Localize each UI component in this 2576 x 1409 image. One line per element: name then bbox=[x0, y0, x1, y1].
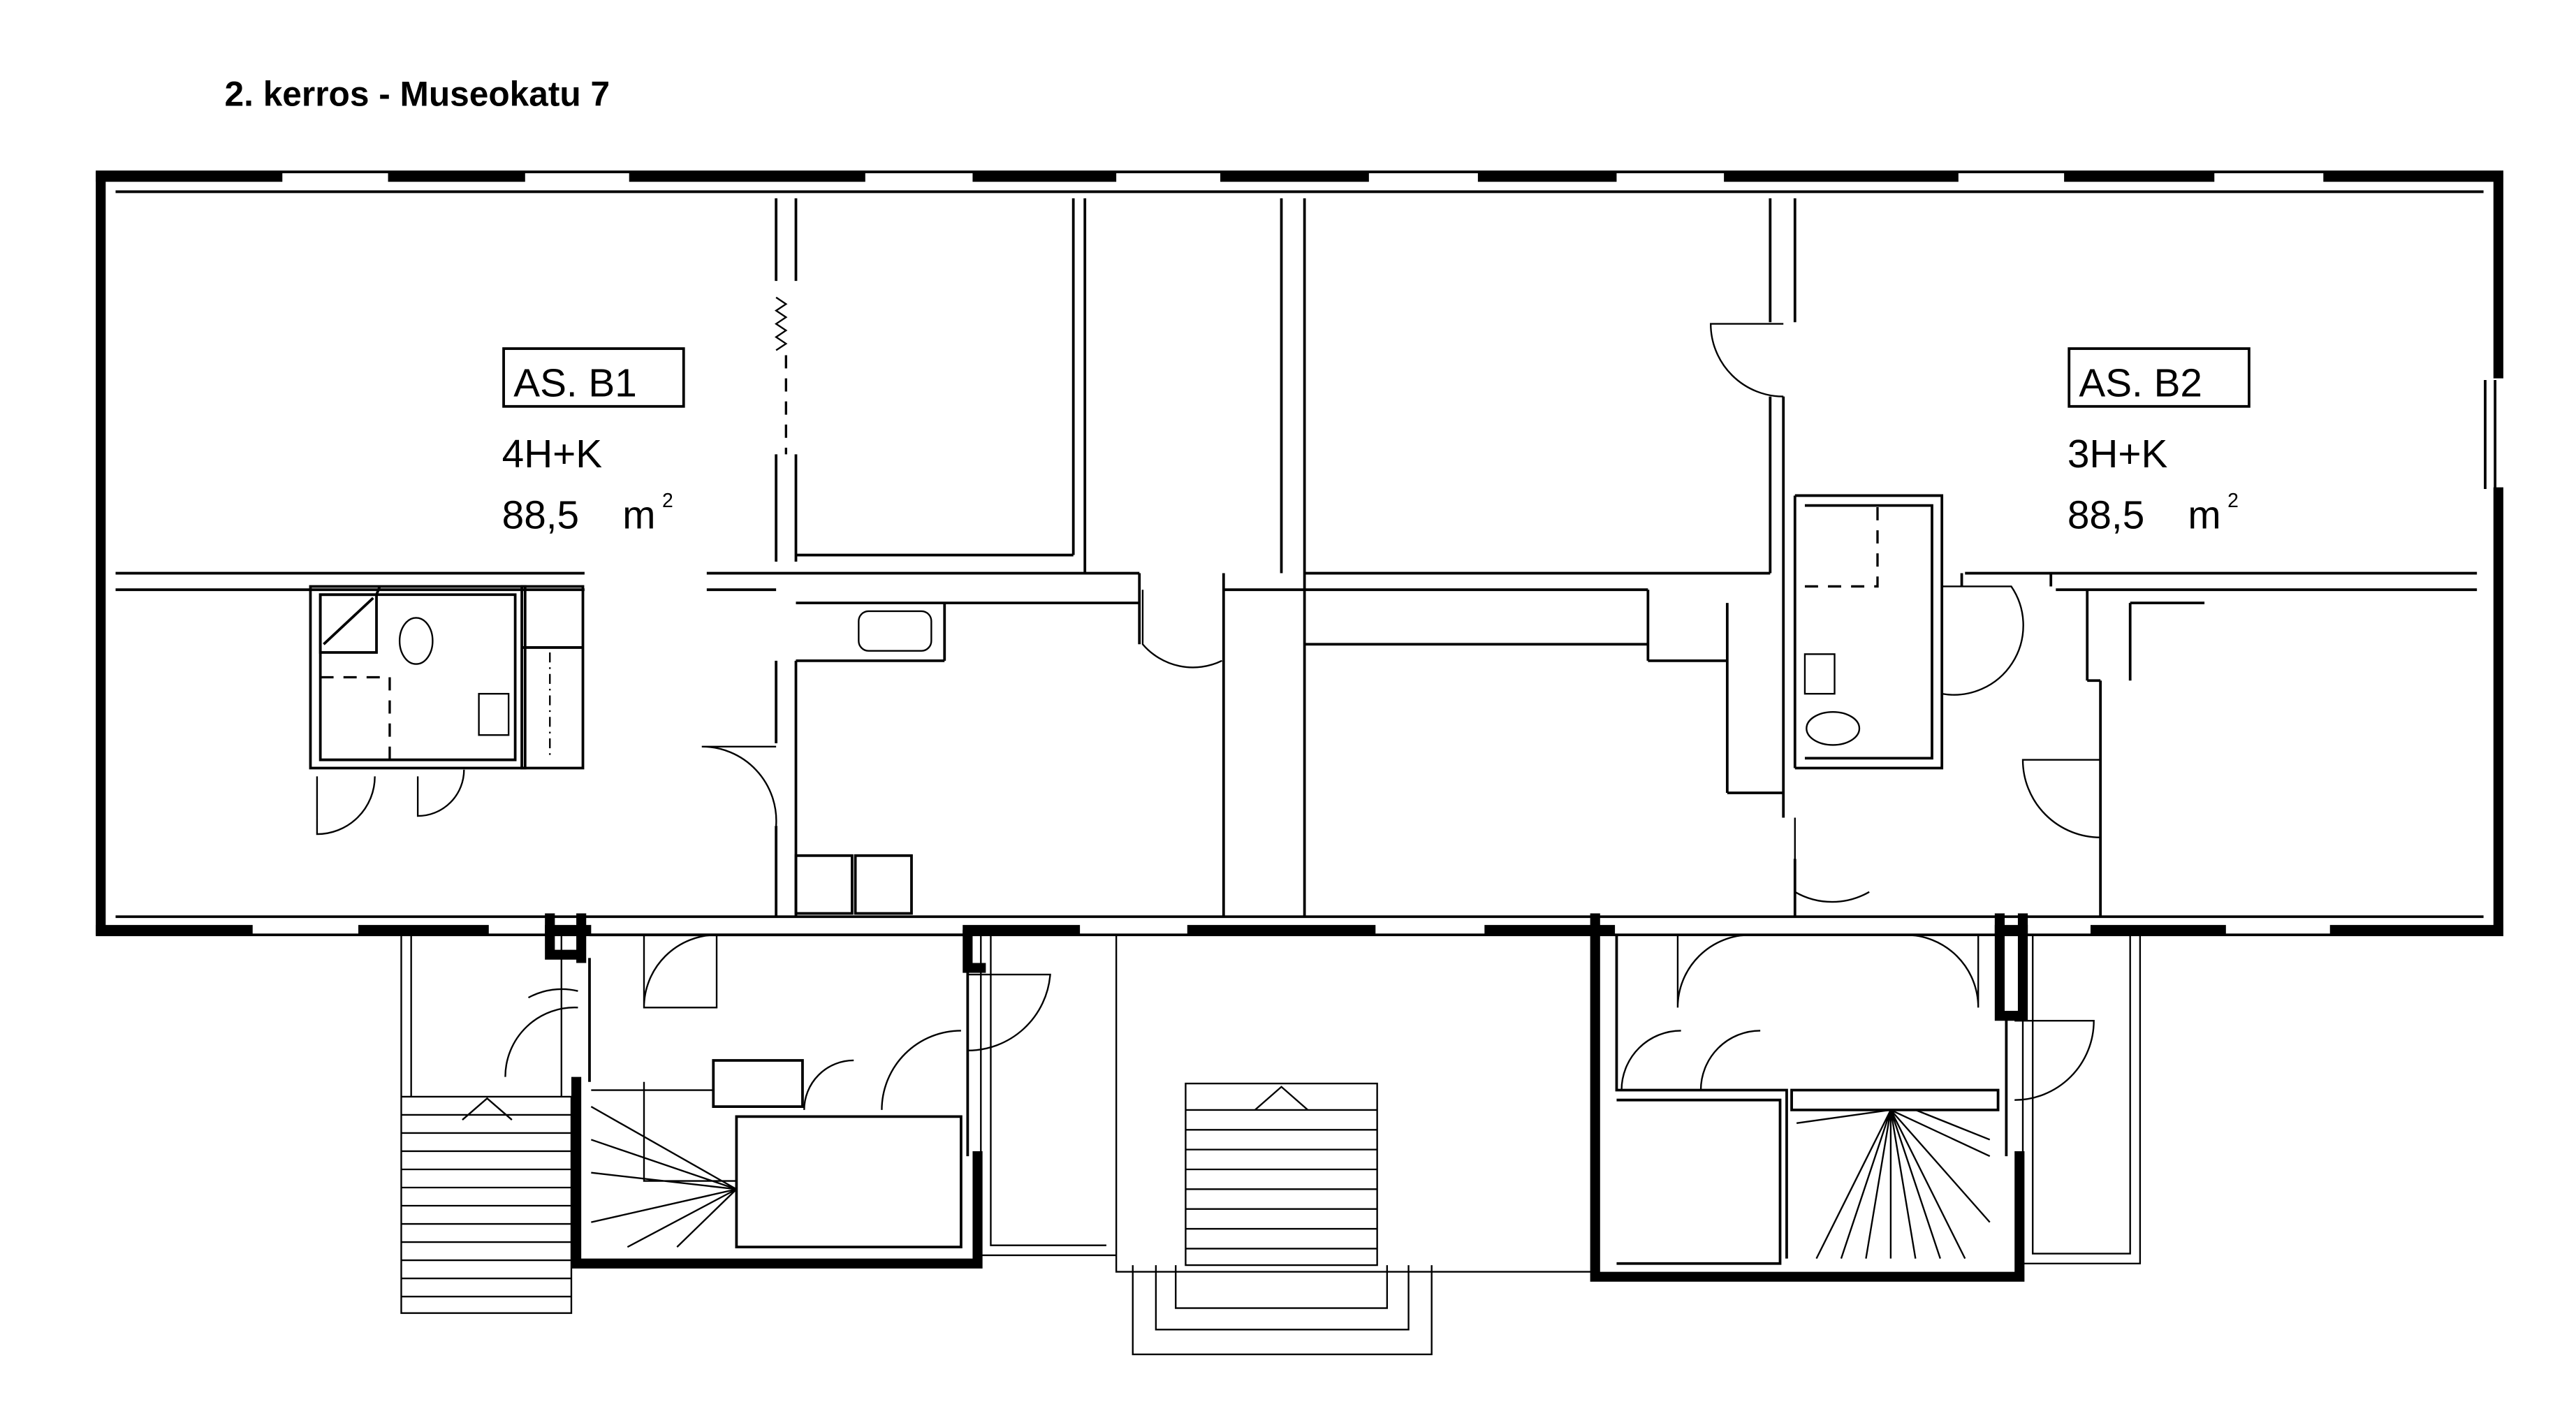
area-unit: m bbox=[2188, 494, 2220, 538]
apartment-id: AS. B1 bbox=[513, 362, 637, 406]
outer-walls bbox=[96, 170, 2503, 937]
sink-icon bbox=[1803, 653, 1836, 695]
plan-title: 2. kerros - Museokatu 7 bbox=[225, 75, 610, 114]
apartment-area: 88,5 bbox=[502, 494, 579, 538]
kitchen bbox=[794, 610, 932, 915]
area-unit-superscript: 2 bbox=[2227, 490, 2239, 512]
doors bbox=[316, 323, 2101, 1110]
toilet-icon bbox=[398, 617, 434, 665]
apartment-type: 3H+K bbox=[2068, 432, 2168, 476]
sink-icon bbox=[478, 692, 510, 736]
exterior-stairs-center bbox=[980, 934, 1595, 1355]
area-unit-superscript: 2 bbox=[662, 490, 673, 512]
apartment-label-b2: AS. B2 3H+K 88,5 m 2 bbox=[2068, 347, 2251, 538]
interior-walls bbox=[115, 198, 2478, 917]
bathroom-b1 bbox=[309, 585, 585, 770]
apartment-id: AS. B2 bbox=[2079, 362, 2202, 406]
apartment-id-box bbox=[2068, 347, 2251, 408]
top-wall-segments bbox=[96, 172, 2503, 935]
apartment-label-b1: AS. B1 4H+K 88,5 m 2 bbox=[502, 347, 685, 538]
kitchen-sink-icon bbox=[858, 610, 932, 652]
apartment-id-box bbox=[502, 347, 685, 408]
apartment-type: 4H+K bbox=[502, 432, 603, 476]
stairwell-left bbox=[545, 913, 986, 1269]
balcony-right bbox=[2021, 935, 2142, 1264]
exterior-stairs-left bbox=[400, 935, 573, 1314]
area-unit: m bbox=[622, 494, 655, 538]
toilet-icon bbox=[1806, 710, 1861, 746]
bathroom-b2 bbox=[1803, 505, 1879, 746]
stairwell-right bbox=[1590, 913, 2028, 1282]
apartment-area: 88,5 bbox=[2068, 494, 2144, 538]
